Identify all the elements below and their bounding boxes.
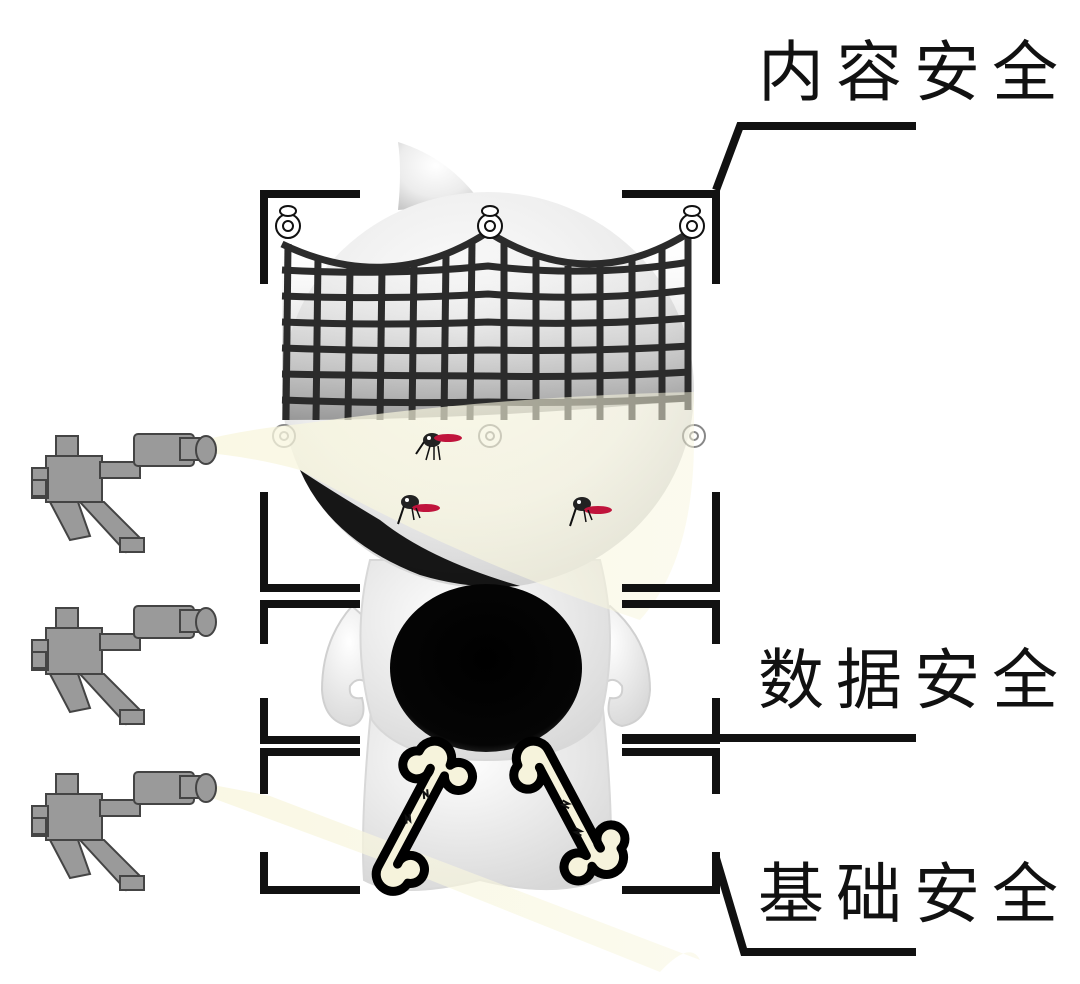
- mascot-belly-data: [390, 584, 582, 752]
- bb8-robot-icon: [478, 206, 502, 238]
- connector-content: [716, 126, 916, 190]
- robot-gunner-icon: [32, 606, 216, 724]
- bb8-robot-icon: [680, 206, 704, 238]
- robot-gunner-icon: [32, 434, 216, 552]
- robot-gunner-icon: [32, 772, 216, 890]
- layer-label-content: 内容安全: [758, 40, 1070, 106]
- layer-label-infra: 基础安全: [758, 862, 1070, 928]
- bb8-robot-icon: [276, 206, 300, 238]
- layer-label-data: 数据安全: [758, 648, 1070, 714]
